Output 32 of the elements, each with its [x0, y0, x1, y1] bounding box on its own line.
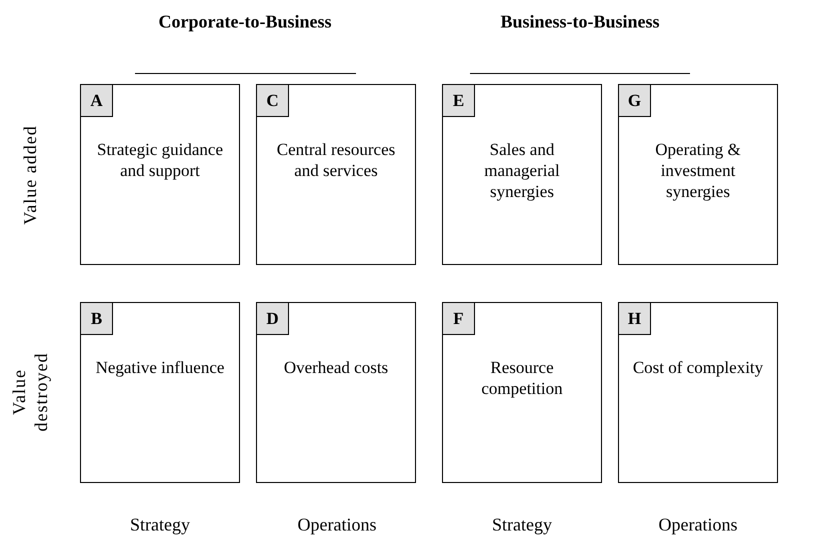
column-heading: Corporate-to-Business: [158, 12, 332, 32]
quadrant-box: [618, 84, 778, 265]
quadrant-box: [256, 302, 416, 483]
quadrant-box: [80, 84, 240, 265]
letter-tag: E: [443, 85, 475, 117]
box-text: Cost of complexity: [632, 357, 764, 378]
row-label: Value destroyed: [8, 352, 52, 434]
column-heading: Business-to-Business: [500, 12, 660, 32]
box-text: Sales and managerial synergies: [483, 139, 561, 202]
quadrant-box: [618, 302, 778, 483]
box-text: Overhead costs: [282, 357, 390, 378]
axis-label: Operations: [298, 514, 376, 536]
letter-tag: H: [619, 303, 651, 335]
quadrant-box: [442, 302, 602, 483]
box-text: Resource competition: [480, 357, 564, 399]
axis-label: Strategy: [492, 514, 552, 536]
box-text: Negative influence: [94, 357, 226, 378]
axis-label: Strategy: [130, 514, 190, 536]
letter-tag: G: [619, 85, 651, 117]
quadrant-box: [442, 84, 602, 265]
row-label: Value added: [19, 124, 41, 227]
box-text: Central resources and services: [276, 139, 396, 181]
axis-label: Operations: [658, 514, 738, 536]
letter-tag: C: [257, 85, 289, 117]
box-text: Strategic guidance and support: [96, 139, 224, 181]
quadrant-box: [256, 84, 416, 265]
letter-tag: A: [81, 85, 113, 117]
quadrant-box: [80, 302, 240, 483]
letter-tag: F: [443, 303, 475, 335]
box-text: Operating & investment synergies: [654, 139, 742, 202]
letter-tag: B: [81, 303, 113, 335]
letter-tag: D: [257, 303, 289, 335]
